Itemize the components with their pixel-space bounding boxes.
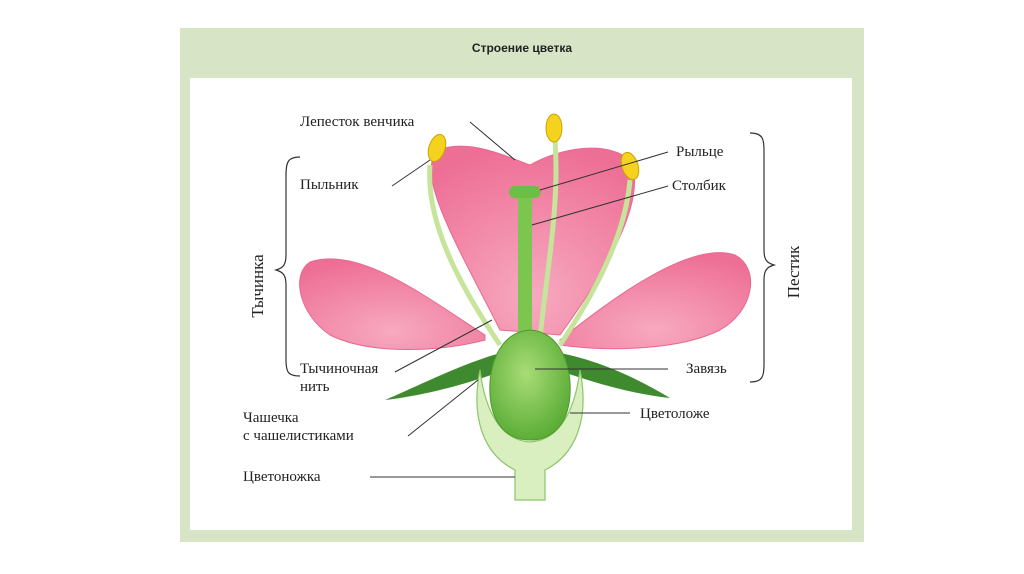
- anther-right: [620, 151, 640, 181]
- left-sepal: [385, 352, 510, 400]
- label-filament-line1: Тычиночная: [300, 361, 379, 377]
- leader-stigma: [539, 151, 669, 191]
- label-filament-line2: нить: [300, 379, 330, 395]
- filament-left: [427, 164, 503, 347]
- ovary: [489, 329, 571, 441]
- style: [518, 198, 532, 335]
- label-anther: Пыльник: [300, 177, 359, 193]
- leader-petal: [469, 121, 516, 161]
- stamen-bracket: [273, 156, 301, 377]
- anther-middle: [545, 113, 563, 143]
- filament-middle: [537, 139, 559, 341]
- group-label-pistil: Пестик: [784, 245, 803, 299]
- right-petal: [559, 252, 751, 350]
- filament-right: [557, 179, 633, 347]
- right-sepal: [552, 352, 670, 398]
- label-stigma: Рыльце: [676, 144, 724, 160]
- group-label-stamen: Тычинка: [248, 254, 267, 318]
- pistil-bracket: [749, 132, 777, 383]
- leader-style: [531, 185, 669, 226]
- label-receptacle: Цветоложе: [640, 406, 710, 422]
- diagram-title: Строение цветка: [471, 41, 573, 55]
- label-calyx-line1: Чашечка: [243, 410, 299, 426]
- leader-calyx: [407, 379, 479, 437]
- left-petal: [299, 258, 486, 350]
- label-style: Столбик: [672, 178, 726, 194]
- center-petal: [430, 145, 635, 336]
- label-ovary: Завязь: [686, 361, 727, 377]
- leader-anther: [391, 159, 431, 187]
- stigma: [509, 186, 541, 198]
- leader-filament: [394, 319, 493, 373]
- label-petal: Лепесток венчика: [300, 114, 415, 130]
- label-pedicel: Цветоножка: [243, 469, 321, 485]
- anther-left: [427, 133, 447, 163]
- label-calyx-line2: с чашелистиками: [243, 428, 354, 444]
